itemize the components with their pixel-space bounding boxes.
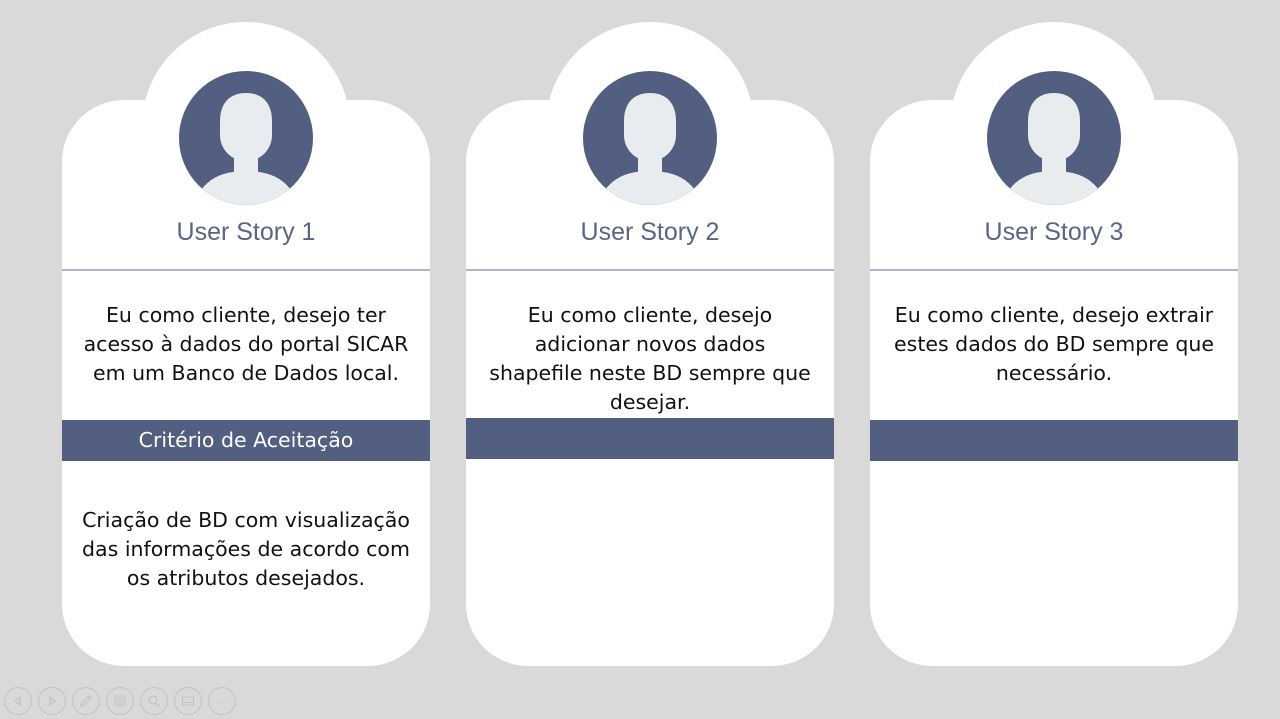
card-title: User Story 2 bbox=[580, 218, 720, 246]
card-divider bbox=[870, 269, 1238, 271]
acceptance-criteria-band: Critério de Aceitação bbox=[62, 420, 430, 461]
story-text: Eu como cliente, desejo ter acesso à dad… bbox=[83, 303, 409, 385]
acceptance-criteria-text: Criação de BD com visualização das infor… bbox=[82, 508, 410, 590]
story-text: Eu como cliente, desejo adicionar novos … bbox=[489, 303, 811, 414]
user-story-card-2: User Story 2 Eu como cliente, desejo adi… bbox=[466, 0, 834, 666]
user-avatar-icon bbox=[179, 71, 313, 205]
more-options-icon[interactable]: ... bbox=[208, 687, 236, 715]
user-story-card-1: User Story 1 Eu como cliente, desejo ter… bbox=[62, 0, 430, 666]
user-avatar-icon bbox=[583, 71, 717, 205]
pen-icon[interactable] bbox=[72, 687, 100, 715]
subtitles-icon[interactable] bbox=[174, 687, 202, 715]
slideshow-controls: ... bbox=[4, 686, 236, 716]
more-options-label: ... bbox=[217, 695, 227, 707]
acceptance-criteria-band bbox=[870, 420, 1238, 461]
acceptance-criteria-band bbox=[466, 418, 834, 459]
card-divider bbox=[466, 269, 834, 271]
story-text: Eu como cliente, desejo extrair estes da… bbox=[894, 303, 1214, 385]
card-divider bbox=[62, 269, 430, 271]
next-slide-icon[interactable] bbox=[38, 687, 66, 715]
previous-slide-icon[interactable] bbox=[4, 687, 32, 715]
zoom-icon[interactable] bbox=[140, 687, 168, 715]
user-story-card-3: User Story 3 Eu como cliente, desejo ext… bbox=[870, 0, 1238, 666]
card-title: User Story 1 bbox=[176, 218, 316, 246]
slides-grid-icon[interactable] bbox=[106, 687, 134, 715]
card-title: User Story 3 bbox=[984, 218, 1124, 246]
user-avatar-icon bbox=[987, 71, 1121, 205]
